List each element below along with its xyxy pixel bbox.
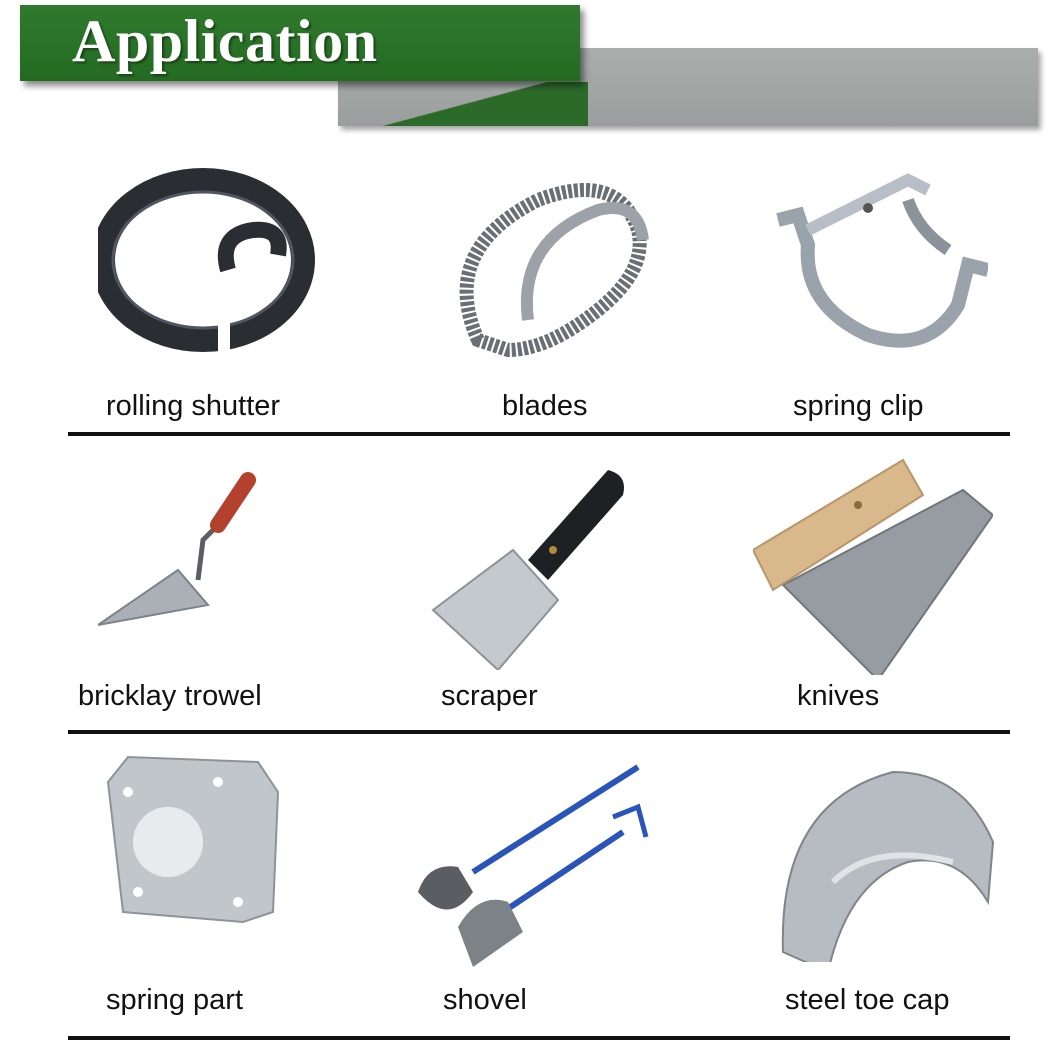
item-label: shovel [443, 984, 527, 1016]
item-label: knives [797, 680, 880, 712]
item-blades: blades [388, 150, 688, 436]
item-bricklay-trowel: bricklay trowel [68, 450, 368, 734]
page-title: Application [72, 8, 378, 74]
item-spring-part: spring part [68, 752, 368, 1040]
spring-clip-icon [776, 173, 988, 348]
steel-toe-cap-icon [781, 770, 995, 962]
header-banner: Application [20, 5, 580, 81]
application-row-2: bricklay trowel scraper knives [68, 450, 1010, 734]
trowel-icon [98, 472, 256, 626]
shovel-icon [418, 764, 649, 967]
item-shovel: shovel [388, 752, 688, 1040]
application-row-3: spring part shovel steel toe cap [68, 752, 1010, 1040]
item-rolling-shutter: rolling shutter [68, 150, 368, 436]
row-divider [68, 1036, 1010, 1040]
item-label: steel toe cap [785, 984, 950, 1016]
row-divider [68, 730, 1010, 734]
item-label: scraper [441, 680, 538, 712]
item-spring-clip: spring clip [708, 150, 1008, 436]
taping-knife-icon [753, 458, 993, 675]
band-saw-blade-icon [459, 183, 649, 358]
item-scraper: scraper [388, 450, 688, 734]
spring-bracket-icon [106, 755, 280, 924]
row-divider [68, 432, 1010, 436]
item-label: blades [502, 390, 588, 422]
rolling-shutter-spring-icon [98, 168, 315, 356]
item-steel-toe-cap: steel toe cap [708, 752, 1008, 1040]
item-label: spring clip [793, 390, 924, 422]
header-grey-bar [338, 48, 1038, 126]
application-row-1: rolling shutter blades spring clip [68, 150, 1010, 436]
item-label: bricklay trowel [78, 680, 262, 712]
scraper-icon [431, 470, 624, 670]
item-label: rolling shutter [106, 390, 281, 422]
item-knives: knives [708, 450, 1008, 734]
item-label: spring part [106, 984, 244, 1016]
